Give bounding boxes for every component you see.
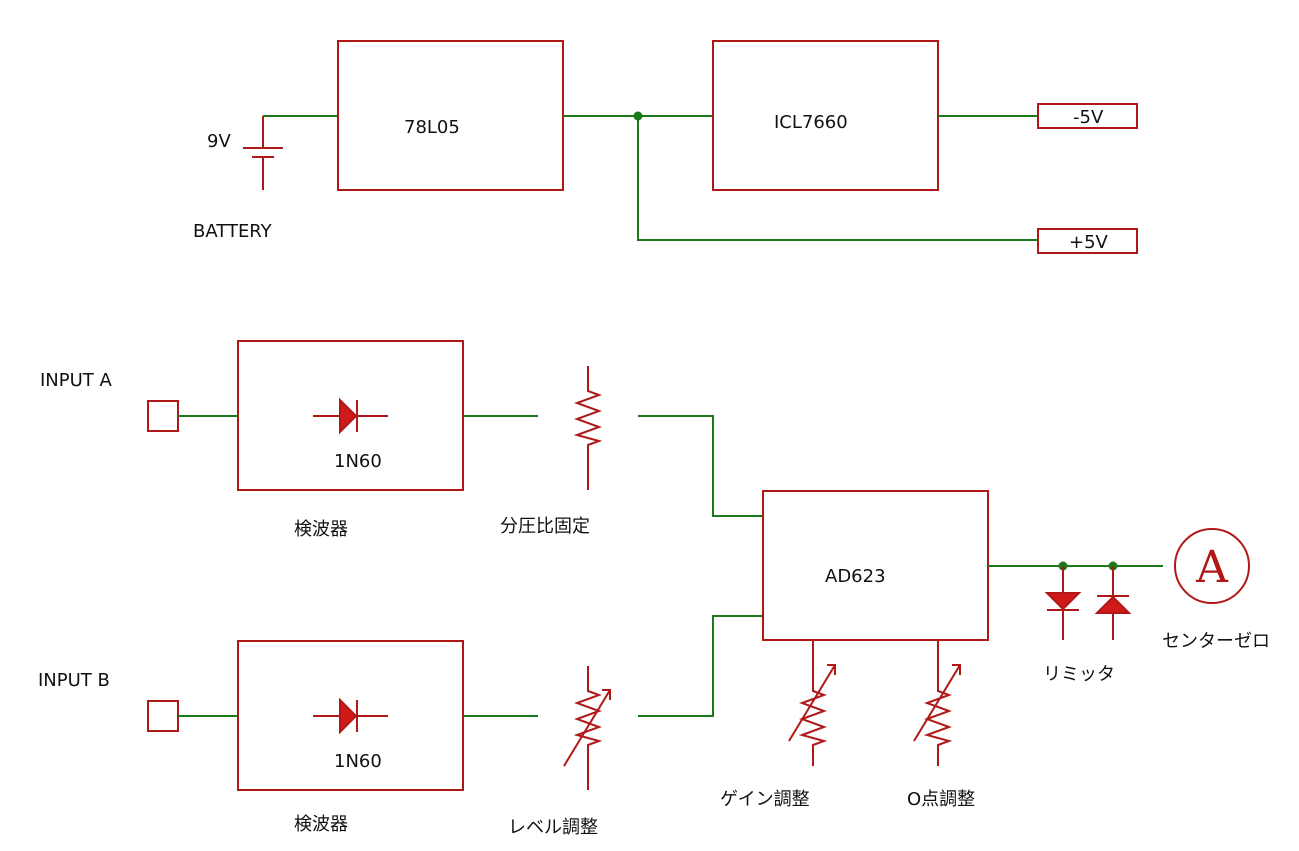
converter-label: ICL7660 <box>774 112 848 133</box>
ammeter-icon: A <box>1195 542 1229 593</box>
meter <box>1174 528 1250 604</box>
positive-output-label: +5V <box>1069 232 1109 253</box>
positive-output-terminal <box>1037 228 1138 254</box>
fixed-resistor-a <box>573 366 603 490</box>
gain-trimmer <box>788 640 836 766</box>
wire-resistor-a-to-amp <box>638 415 763 517</box>
wire-resistor-b-to-amp <box>638 615 763 717</box>
diode-a-label: 1N60 <box>334 451 382 472</box>
variable-resistor-b <box>563 666 611 790</box>
input-b-terminal <box>147 700 179 732</box>
negative-output-label: -5V <box>1073 107 1104 128</box>
battery-voltage-label: 9V <box>207 131 231 152</box>
regulator-block <box>337 40 564 191</box>
meter-label: センターゼロ <box>1162 631 1270 652</box>
detector-a-label: 検波器 <box>294 519 348 540</box>
divider-label: 分圧比固定 <box>500 516 590 537</box>
diode-b-label: 1N60 <box>334 751 382 772</box>
zero-trimmer <box>913 640 961 766</box>
limiter-diode-1 <box>1044 566 1082 640</box>
amplifier-label: AD623 <box>825 566 886 587</box>
negative-output-terminal <box>1037 103 1138 129</box>
diode-b <box>313 697 388 735</box>
wire-positive-rail <box>637 116 1038 241</box>
zero-label: O点調整 <box>907 789 975 810</box>
battery-label: BATTERY <box>193 221 273 242</box>
input-b-label: INPUT B <box>38 670 110 691</box>
regulator-label: 78L05 <box>404 117 460 138</box>
input-a-terminal <box>147 400 179 432</box>
diode-a <box>313 397 388 435</box>
limiter-diode-2 <box>1094 566 1132 640</box>
battery <box>243 116 283 190</box>
limiter-label: リミッタ <box>1043 664 1115 685</box>
level-label: レベル調整 <box>508 817 598 838</box>
detector-b-label: 検波器 <box>294 814 348 835</box>
input-a-label: INPUT A <box>40 370 113 391</box>
gain-label: ゲイン調整 <box>720 789 810 810</box>
